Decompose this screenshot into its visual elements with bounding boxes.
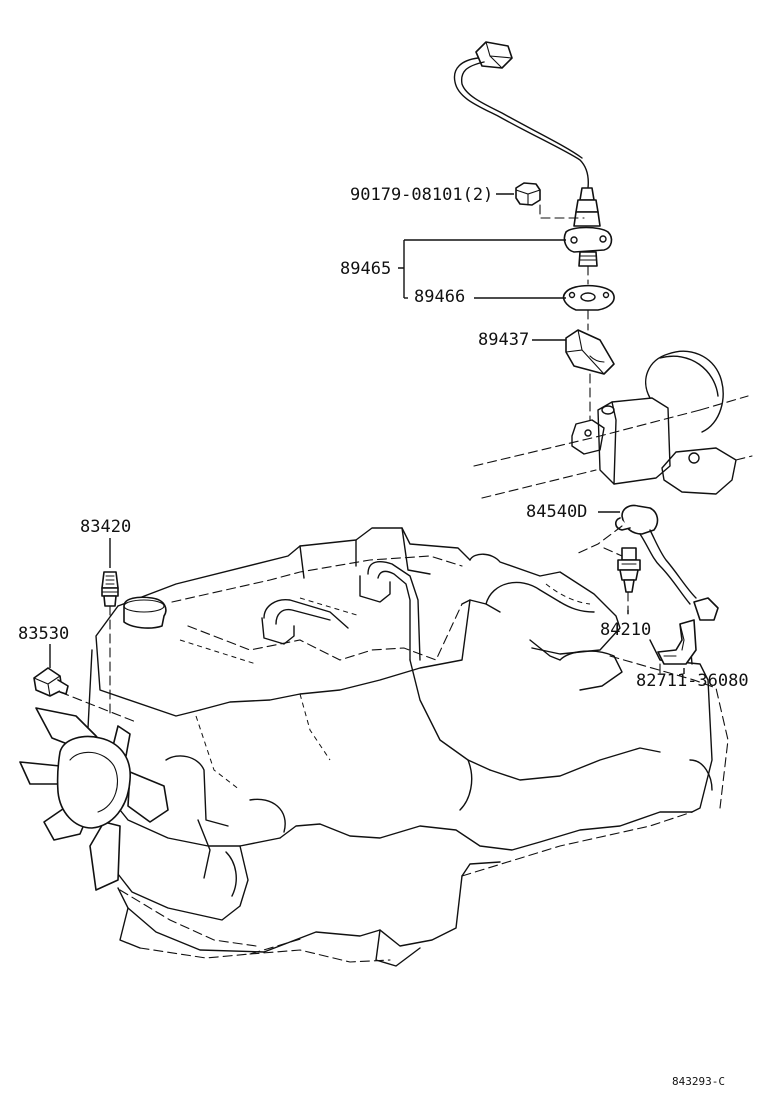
- cooling-fan: [19, 707, 169, 891]
- part-label-89465: 89465: [340, 259, 391, 279]
- part-label-89466: 89466: [414, 287, 465, 307]
- sensor-84210: [617, 547, 641, 593]
- switch-83530: [33, 667, 69, 697]
- engine-block: [87, 527, 729, 967]
- part-label-83530: 83530: [18, 624, 69, 644]
- part-label-82711-36080: 82711-36080: [636, 671, 749, 691]
- leader-lines: [49, 193, 685, 674]
- bolt-90179: [515, 182, 541, 206]
- part-label-84210: 84210: [600, 620, 651, 640]
- sender-83420: [101, 571, 119, 607]
- exhaust-pipe: [473, 350, 753, 499]
- part-label-89437: 89437: [478, 330, 529, 350]
- installation-dashed-lines: [59, 204, 661, 723]
- diagram-reference-id: 843293-C: [672, 1075, 725, 1088]
- boss-89437: [565, 329, 615, 375]
- part-label-90179-08101: 90179-08101(2): [350, 185, 493, 205]
- oxygen-sensor-89465: [453, 41, 613, 267]
- sensor-84540d: [614, 504, 719, 621]
- part-label-83420: 83420: [80, 517, 131, 537]
- gasket-89466: [562, 284, 615, 311]
- clamp-82711: [657, 619, 697, 665]
- part-label-84540d: 84540D: [526, 502, 587, 522]
